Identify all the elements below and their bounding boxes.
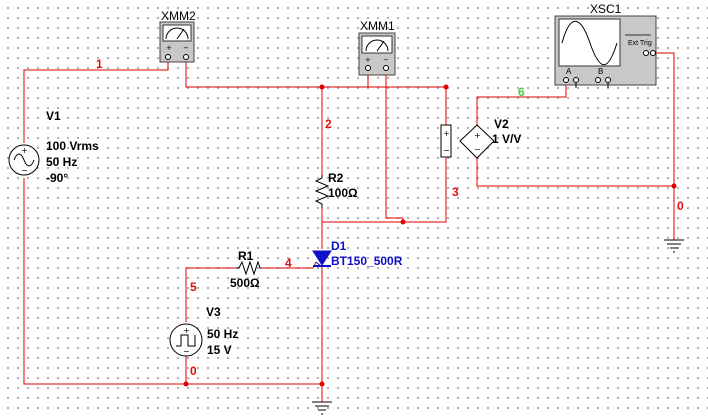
v1-phase-label: -90° (46, 171, 69, 185)
xmm1-multimeter[interactable]: + − (358, 32, 396, 76)
ground-symbol-right (664, 239, 684, 253)
net-label-0-bottom: 0 (190, 364, 197, 378)
d1-ref-label: D1 (331, 239, 347, 253)
v3-value-label: 15 V (207, 343, 232, 357)
v3-freq-label: 50 Hz (207, 327, 239, 341)
junction (671, 183, 677, 189)
svg-text:+: + (443, 129, 450, 138)
junctions (183, 84, 677, 387)
xsc1-label: XSC1 (590, 2, 622, 16)
xsc1-ext-trig-label: Ext Trig (628, 40, 652, 47)
v3-ref-label: V3 (206, 305, 221, 319)
junction (319, 381, 325, 387)
wire-net-3[interactable] (321, 158, 447, 223)
wires (23, 52, 675, 402)
junction (400, 219, 406, 225)
svg-text:+: + (21, 146, 28, 155)
v3-pulse-source[interactable]: + − (169, 323, 203, 357)
junction (319, 84, 325, 90)
v1-value-label: 100 Vrms (46, 139, 99, 153)
wire-net-5[interactable] (185, 267, 236, 322)
wire-net-4[interactable] (262, 261, 317, 269)
net-label-1: 1 (96, 57, 103, 71)
svg-text:+: + (183, 326, 190, 335)
wire-xmm1-to-net3[interactable] (385, 72, 403, 219)
svg-text:−: − (443, 146, 450, 155)
svg-text:−: − (21, 166, 28, 175)
xmm2-multimeter[interactable]: + − (159, 21, 195, 63)
r1-value-label: 500Ω (230, 276, 260, 290)
wire-net-0-v2[interactable] (476, 158, 674, 187)
r2-ref-label: R2 (328, 171, 344, 185)
v2-gain-label: 1 V/V (492, 132, 522, 146)
wire-net-6[interactable] (476, 82, 567, 125)
ground-symbol-bottom (312, 401, 332, 415)
svg-text:−: − (183, 44, 189, 52)
r2-value-label: 100Ω (328, 186, 358, 200)
svg-text:+: + (166, 44, 172, 52)
xsc1-oscilloscope[interactable] (554, 15, 657, 88)
r2-resistor[interactable] (314, 175, 330, 208)
svg-text:+: + (365, 56, 371, 64)
d1-model-label: BT150_500R (331, 254, 403, 268)
xsc1-channel-b-label: B (598, 67, 604, 76)
xmm2-label: XMM2 (161, 9, 196, 23)
wire-net-2-top[interactable] (185, 60, 447, 125)
v1-freq-label: 50 Hz (46, 155, 78, 169)
v1-ac-source[interactable]: + − (8, 144, 40, 176)
wire-net-1[interactable] (23, 60, 169, 143)
v1-ref-label: V1 (46, 109, 61, 123)
xsc1-channel-a-label: A (566, 67, 572, 76)
wire-net-0-bottom[interactable] (23, 178, 322, 385)
net-label-3: 3 (452, 185, 459, 199)
xmm1-label: XMM1 (360, 19, 395, 33)
net-label-0-right: 0 (677, 199, 684, 213)
wire-net-0-right[interactable] (654, 52, 675, 240)
v2-ref-label: V2 (494, 117, 509, 131)
r1-ref-label: R1 (238, 249, 254, 263)
net-label-6: 6 (518, 85, 525, 99)
v2-vcvs[interactable]: + − + − (440, 124, 495, 159)
junction (183, 381, 189, 387)
junction (443, 84, 449, 90)
net-label-2: 2 (325, 117, 332, 131)
svg-text:−: − (183, 347, 190, 356)
r1-resistor[interactable] (236, 260, 262, 276)
svg-text:+: + (474, 131, 481, 140)
net-label-5: 5 (190, 280, 197, 294)
svg-text:−: − (383, 56, 389, 64)
d1-thyristor[interactable] (312, 250, 332, 268)
net-label-4: 4 (285, 256, 292, 270)
svg-text:−: − (474, 145, 481, 154)
